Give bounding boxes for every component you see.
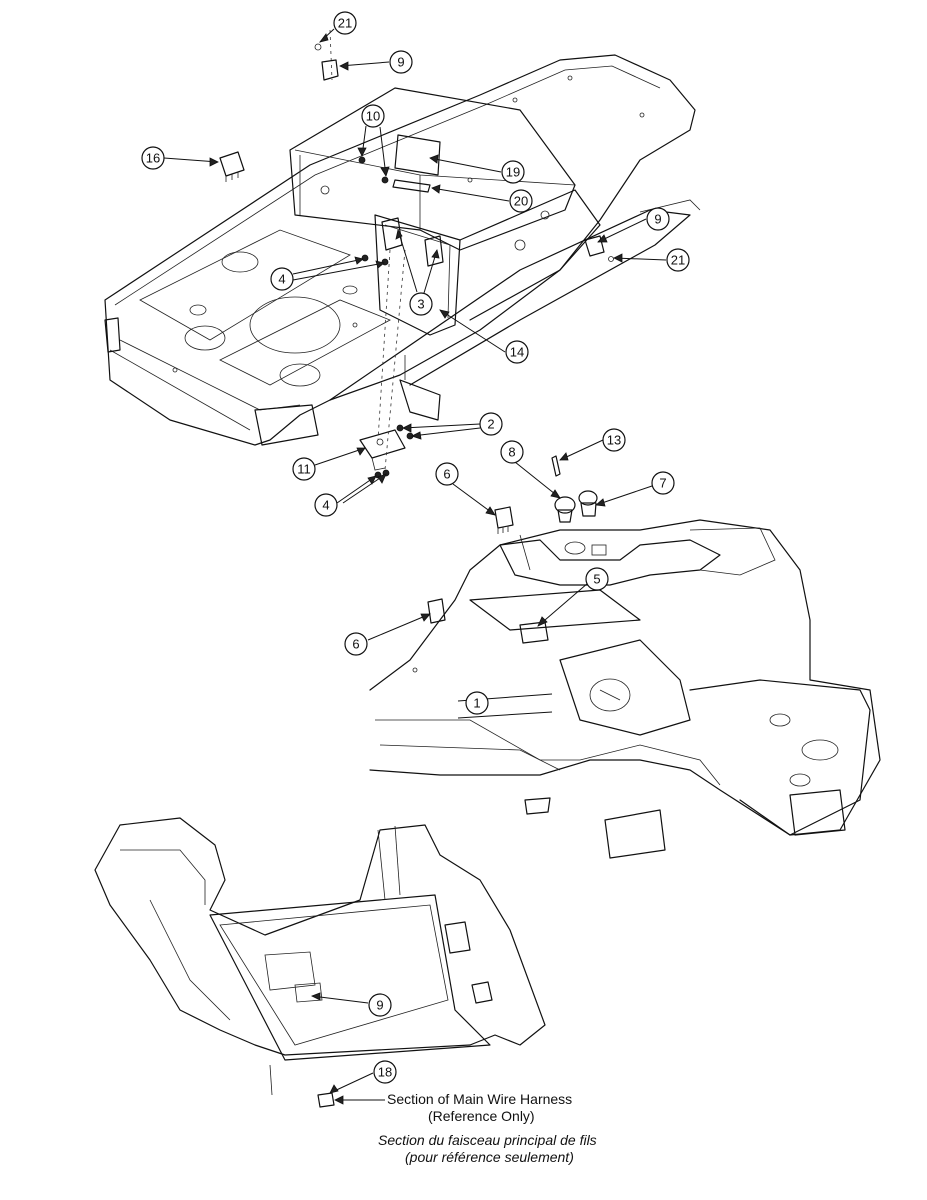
callout-6-upper-label: 6 — [443, 467, 450, 482]
leader-lines — [163, 28, 667, 1101]
callout-9-right-label: 9 — [654, 212, 661, 227]
callout-13: 13 — [602, 428, 626, 452]
callout-4-upper-label: 4 — [278, 272, 285, 287]
callout-6-lower-label: 6 — [352, 637, 359, 652]
upper-frame — [104, 29, 701, 471]
callout-7: 7 — [651, 471, 675, 495]
callout-3-label: 3 — [417, 297, 424, 312]
callout-20: 20 — [509, 189, 533, 213]
callout-3: 3 — [409, 292, 433, 316]
callout-11-label: 11 — [297, 462, 311, 477]
callout-9-lower: 9 — [368, 993, 392, 1017]
arrow-heads — [209, 33, 623, 1105]
callout-5-label: 5 — [593, 572, 600, 587]
callout-8-label: 8 — [508, 445, 515, 460]
callout-2-label: 2 — [487, 417, 494, 432]
callout-1-label: 1 — [473, 696, 480, 711]
callout-16: 16 — [141, 146, 165, 170]
callout-1: 1 — [465, 691, 489, 715]
callout-9-top: 9 — [389, 50, 413, 74]
lower-chassis — [94, 817, 546, 1108]
callout-5: 5 — [585, 567, 609, 591]
callout-21-top-label: 21 — [338, 16, 352, 31]
callout-19-label: 19 — [506, 165, 520, 180]
middle-body — [369, 455, 881, 859]
callout-16-label: 16 — [146, 151, 160, 166]
callout-10-label: 10 — [366, 109, 380, 124]
callout-10: 10 — [361, 104, 385, 128]
callout-4-lower-label: 4 — [322, 498, 329, 513]
callout-21-right-label: 21 — [671, 253, 685, 268]
callout-4-upper: 4 — [270, 267, 294, 291]
callout-18: 18 — [373, 1060, 397, 1084]
callout-9-lower-label: 9 — [376, 998, 383, 1013]
upper-small-parts — [219, 43, 614, 479]
callout-9-top-label: 9 — [397, 55, 404, 70]
callout-14-label: 14 — [510, 345, 524, 360]
callout-13-label: 13 — [607, 433, 621, 448]
callout-7-label: 7 — [659, 476, 666, 491]
callout-14: 14 — [505, 340, 529, 364]
callout-9-right: 9 — [646, 207, 670, 231]
callout-21-right: 21 — [666, 248, 690, 272]
callout-4-lower: 4 — [314, 493, 338, 517]
caption-english-line-1: Section of Main Wire Harness — [387, 1091, 573, 1107]
caption-english-line-2: (Reference Only) — [428, 1108, 535, 1124]
callout-6-upper: 6 — [435, 462, 459, 486]
callout-20-label: 20 — [514, 194, 528, 209]
callout-21-top: 21 — [333, 11, 357, 35]
callout-2: 2 — [479, 412, 503, 436]
caption-french-line-2: (pour référence seulement) — [405, 1149, 574, 1165]
callout-18-label: 18 — [378, 1065, 392, 1080]
caption-french-line-1: Section du faisceau principal de fils — [378, 1132, 597, 1148]
callout-6-lower: 6 — [344, 632, 368, 656]
callout-19: 19 — [501, 160, 525, 184]
callout-8: 8 — [500, 440, 524, 464]
callout-11: 11 — [292, 457, 316, 481]
